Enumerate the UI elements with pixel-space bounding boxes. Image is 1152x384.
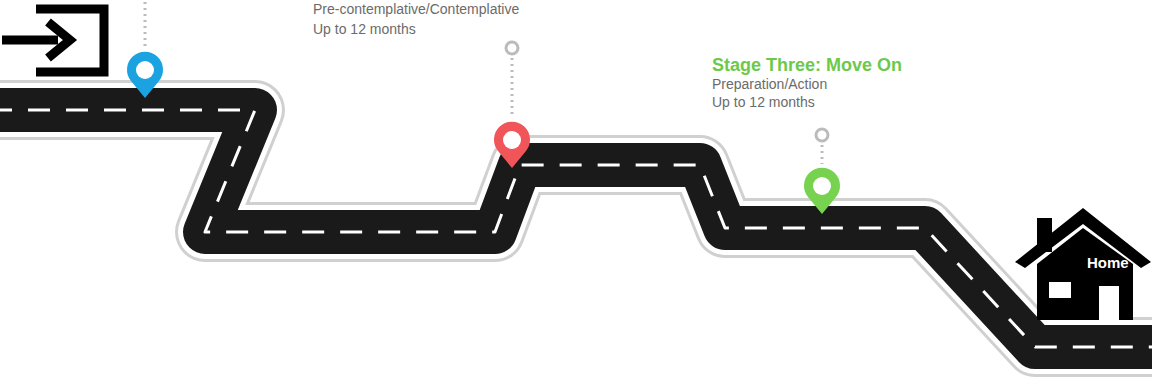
pin-top-dot [506,42,518,54]
pin-leader [511,58,514,118]
entry-icon [2,9,104,72]
pin-marker [494,122,530,168]
stage-subtitle: Pre-contemplative/Contemplative [313,1,519,17]
house-window [1049,282,1071,298]
entry-arrow-shaft [2,36,58,45]
pin-marker [804,168,840,214]
road-shadow [0,110,1152,347]
home-house: Home [1015,204,1152,322]
pins [127,2,840,214]
stage-duration: Up to 12 months [313,21,416,37]
stage-duration: Up to 12 months [712,94,815,110]
pin-top-dot [816,129,828,141]
node-label: Home [1087,254,1129,271]
house-wall [1037,228,1133,320]
road [0,110,1152,347]
pin-marker [127,52,163,98]
stage-subtitle: Preparation/Action [712,76,827,92]
road-surface [0,110,1152,347]
stage-heading: Stage Three: Move On [712,55,902,76]
pin-hole [503,131,521,149]
pin-leader [144,2,147,50]
road-border [0,110,1152,347]
pin-hole [813,177,831,195]
house-shape [1015,204,1152,322]
pin-hole [136,61,154,79]
pin-leader [821,145,824,164]
road-centerline [0,110,1152,347]
house-door [1099,286,1119,320]
entry-arrow-head [48,22,70,58]
